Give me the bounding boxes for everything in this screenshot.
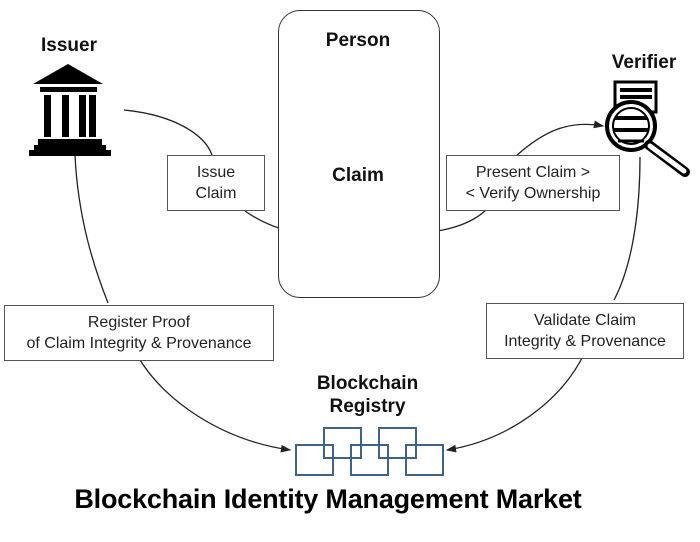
edge-verifier-to-claim: [515, 120, 605, 157]
linked-blocks-icon: [295, 427, 444, 476]
edge-verifier-to-registry: [447, 156, 641, 450]
validate-claim-line1: Validate Claim: [534, 312, 636, 329]
register-proof-line1: Register Proof: [87, 314, 191, 331]
registry-label-line1: Blockchain: [316, 373, 419, 394]
register-proof-box: Register Proof of Claim Integrity & Prov…: [4, 305, 274, 361]
registry-label: Blockchain Registry: [300, 372, 435, 418]
validate-claim-line2: Integrity & Provenance: [504, 333, 666, 350]
register-proof-line2: of Claim Integrity & Provenance: [26, 335, 252, 352]
magnifier-document-icon: [605, 80, 690, 177]
validate-claim-box: Validate Claim Integrity & Provenance: [486, 303, 684, 359]
person-label: Person: [325, 30, 391, 51]
present-claim-line1: Present Claim >: [475, 164, 591, 181]
issue-claim-line1: Issue: [196, 164, 236, 181]
issue-claim-line2: Claim: [195, 185, 237, 202]
verifier-label: Verifier: [611, 52, 677, 73]
present-claim-box: Present Claim > < Verify Ownership: [446, 155, 620, 211]
registry-label-line2: Registry: [329, 396, 406, 417]
present-claim-line2: < Verify Ownership: [465, 185, 601, 202]
issue-claim-box: Issue Claim: [167, 155, 265, 211]
page-title: Blockchain Identity Management Market: [74, 484, 582, 514]
bank-building-icon: [29, 64, 111, 156]
edge-issuer-to-registry: [74, 154, 290, 450]
claim-label: Claim: [332, 165, 384, 186]
person-panel: [278, 10, 440, 298]
issuer-label: Issuer: [41, 35, 97, 56]
